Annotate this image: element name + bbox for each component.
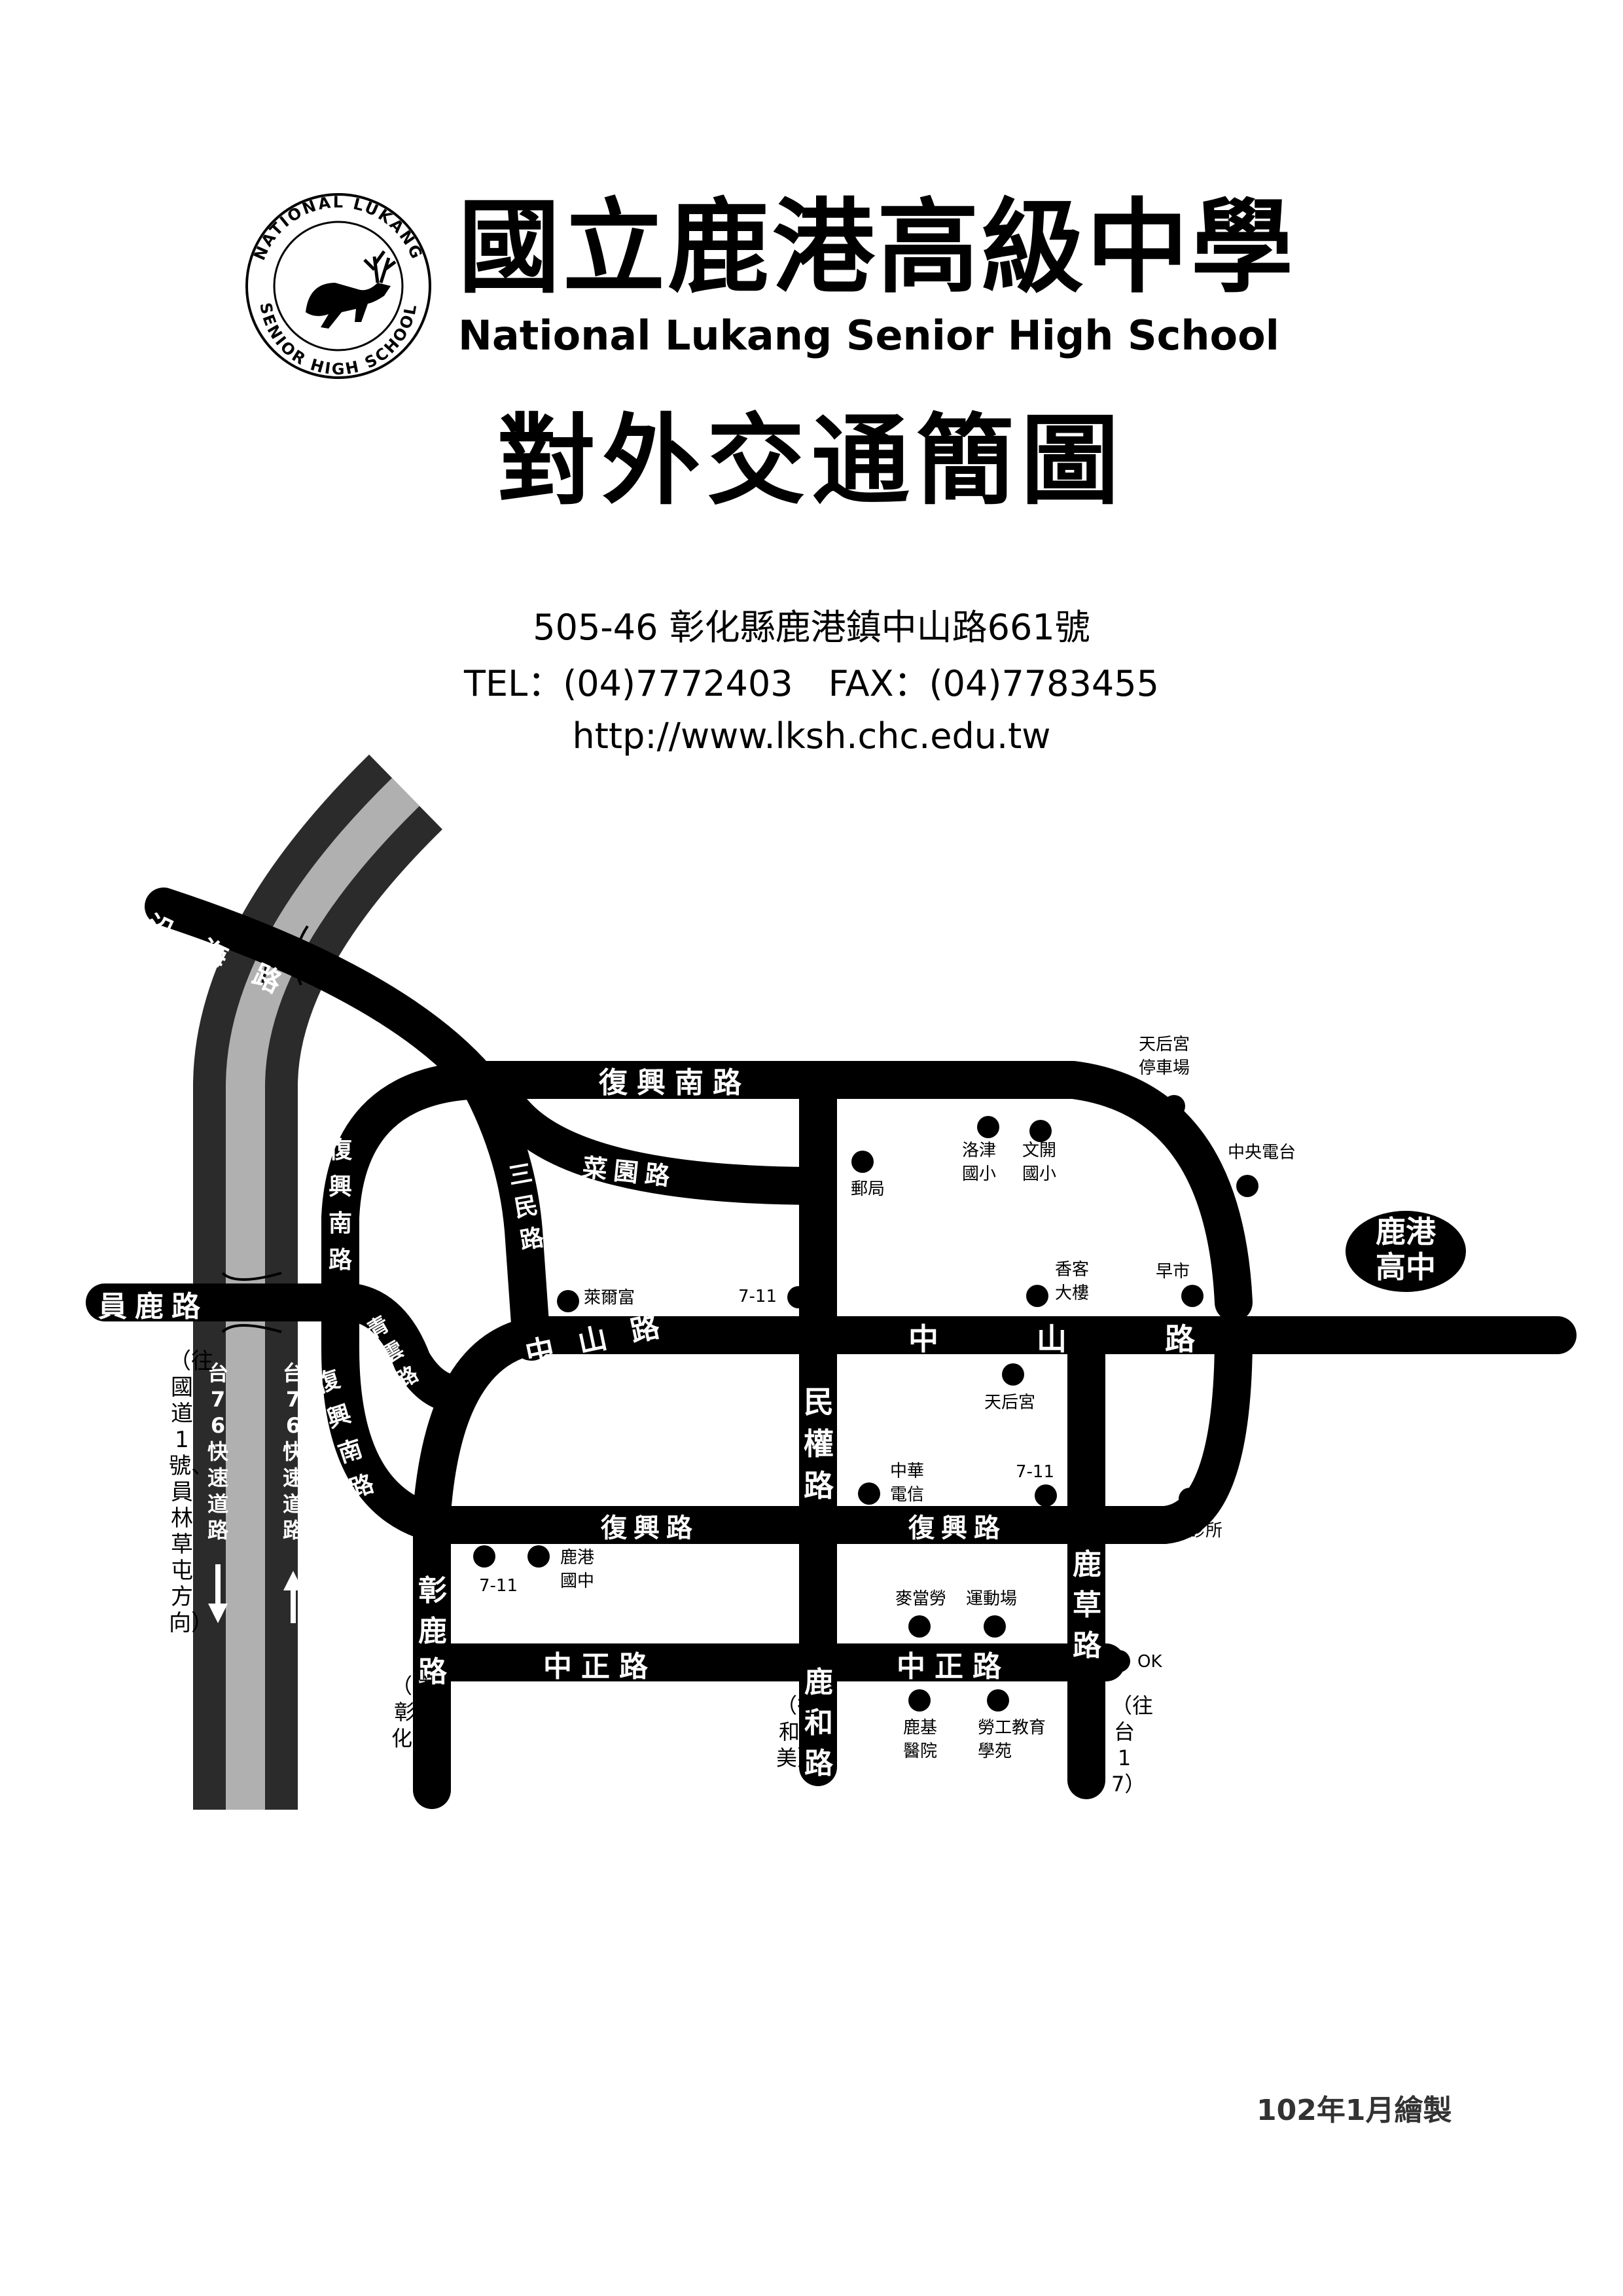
landmark-dot — [527, 1545, 550, 1568]
school-name-zh: 國立鹿港高級中學 — [458, 188, 1296, 307]
traffic-map: 鹿港 高中 — [86, 754, 1577, 1810]
landmark-dot — [1163, 1095, 1185, 1117]
road-fuxing-south-left — [321, 1061, 507, 1544]
landmark-dot — [1035, 1484, 1057, 1507]
school-label-2: 高中 — [1376, 1249, 1436, 1285]
road-caiyuan — [495, 1094, 830, 1205]
overpass-markers — [221, 918, 309, 1333]
landmark-dot — [1179, 1488, 1201, 1510]
landmark-dot — [1108, 1650, 1130, 1672]
landmark-dot — [787, 1286, 810, 1308]
road-fuxing — [433, 1316, 1253, 1544]
phone-fax: TEL：(04)7772403 FAX：(04)7783455 — [464, 663, 1159, 704]
landmark-dot — [1002, 1363, 1024, 1386]
school-name-en: National Lukang Senior High School — [458, 312, 1279, 359]
landmark-dot — [851, 1151, 874, 1173]
map-credit: 102年1月繪製 — [1257, 2094, 1452, 2127]
landmark-dot — [1181, 1285, 1204, 1307]
deer-icon — [306, 250, 397, 329]
landmark-dot — [858, 1482, 880, 1505]
road-network — [86, 888, 1577, 1809]
landmark-dot — [984, 1615, 1006, 1638]
road-zhongshan — [413, 1316, 1577, 1809]
road-fuxing-south-top — [469, 1061, 1253, 1321]
school-marker — [1346, 1211, 1466, 1292]
landmark-dot — [1029, 1120, 1052, 1142]
landmark-dot — [908, 1689, 931, 1712]
landmark-dot — [987, 1689, 1009, 1712]
landmark-dots — [473, 1095, 1258, 1712]
landmark-dot — [977, 1116, 999, 1138]
page-title: 對外交通簡圖 — [497, 404, 1126, 518]
school-label-1: 鹿港 — [1376, 1214, 1436, 1249]
website-link[interactable]: http://www.lksh.chc.edu.tw — [572, 715, 1051, 757]
landmark-dot — [1236, 1175, 1258, 1197]
landmark-dot — [557, 1290, 579, 1312]
school-emblem: NATIONAL LUKANG SENIOR HIGH SCHOOL — [245, 193, 431, 379]
landmark-dot — [473, 1545, 495, 1568]
road-yuanlu — [86, 1283, 477, 1413]
expressway-arrows — [208, 1564, 303, 1623]
road-yanhai — [145, 888, 550, 1361]
address: 505-46 彰化縣鹿港鎮中山路661號 — [533, 607, 1090, 648]
landmark-dot — [908, 1615, 931, 1638]
landmark-dot — [1026, 1285, 1048, 1307]
